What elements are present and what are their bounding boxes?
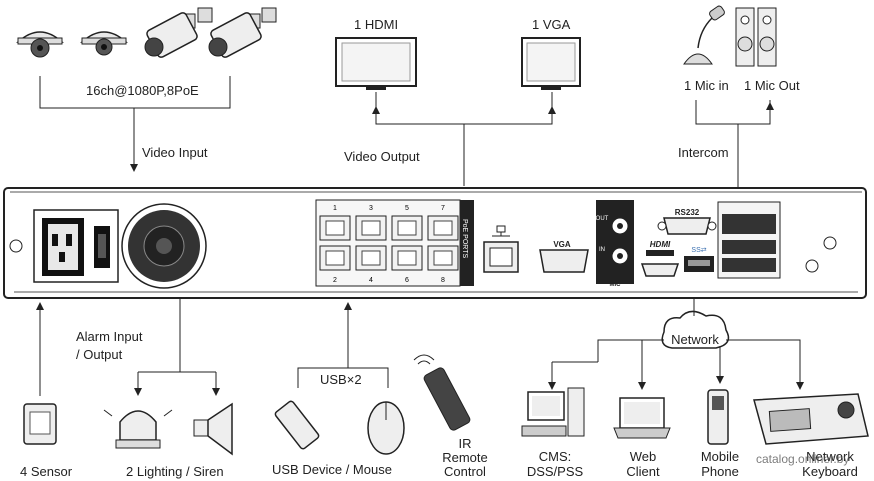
poe-port-socket <box>361 250 381 266</box>
siren-horn-icon <box>193 402 233 456</box>
poe-port-number: 8 <box>441 277 445 284</box>
mobile-phone-icon <box>707 389 729 445</box>
poe-port-socket <box>397 250 417 266</box>
ir-label-1: IR <box>458 436 472 451</box>
poe-port-number: 4 <box>369 277 373 284</box>
cms-computer-icon <box>521 387 585 437</box>
usb-count-label: USB×2 <box>320 372 362 387</box>
alarm-terminal-block <box>717 201 781 279</box>
vga-monitor-icon <box>521 37 581 90</box>
poe-port-number: 1 <box>333 205 337 212</box>
lan-port[interactable] <box>483 241 519 273</box>
poe-port-socket <box>433 220 453 236</box>
ir-label-2: Remote <box>442 450 488 465</box>
ir-label-3: Control <box>444 464 486 479</box>
watermark: catalog.onliner.by <box>756 452 850 466</box>
poe-port-socket <box>325 250 345 266</box>
web-client-label-1: Web <box>629 449 657 464</box>
hdmi-label: 1 HDMI <box>354 17 399 32</box>
cms-label-2: DSS/PSS <box>526 464 584 479</box>
alarm-label-1: Alarm Input <box>76 329 143 344</box>
usb-port[interactable] <box>684 256 714 272</box>
audio-out-label: OUT <box>595 216 609 222</box>
poe-port-number: 5 <box>405 205 409 212</box>
keyboard-label-1: Network <box>806 449 854 464</box>
speaker-icon <box>735 7 777 67</box>
rs232-port[interactable] <box>657 217 717 235</box>
mic-out-label: 1 Mic Out <box>744 78 800 93</box>
mic-in-label: 1 Mic in <box>684 78 729 93</box>
poe-port-number: 6 <box>405 277 409 284</box>
usb-port-label: SS⇄ <box>691 247 707 254</box>
cms-label-1: CMS: <box>538 449 572 464</box>
poe-port-group: 1 2 3 4 5 6 7 8 <box>319 205 459 284</box>
laptop-icon <box>613 397 671 439</box>
network-keyboard-icon <box>753 393 869 445</box>
microphone-icon <box>683 5 725 65</box>
sensor-icon <box>23 403 57 445</box>
usb-device-label: USB Device / Mouse <box>272 462 392 477</box>
poe-port-number: 7 <box>441 205 445 212</box>
vga-label: 1 VGA <box>532 17 571 32</box>
dome-camera-icon <box>80 31 128 56</box>
poe-port[interactable] <box>427 215 459 241</box>
network-label: Network <box>671 332 719 347</box>
network-cloud-icon <box>661 310 730 349</box>
video-output-label: Video Output <box>344 149 420 164</box>
ir-remote-icon <box>413 354 471 431</box>
poe-port-number: 3 <box>369 205 373 212</box>
poe-port-socket <box>397 220 417 236</box>
poe-ports-label: PoE PORTS <box>461 219 468 259</box>
poe-port[interactable] <box>427 245 459 271</box>
siren-light-icon <box>103 409 173 449</box>
dome-camera-icon <box>16 31 64 58</box>
video-input-label: Video Input <box>142 145 208 160</box>
vga-port-label: VGA <box>553 240 571 249</box>
hdmi-monitor-icon <box>335 37 417 90</box>
lighting-siren-label: 2 Lighting / Siren <box>126 464 224 479</box>
usb-stick-icon <box>274 400 320 450</box>
poe-port-number: 2 <box>333 277 337 284</box>
nvr-rear-panel <box>3 187 867 299</box>
poe-port-socket <box>325 220 345 236</box>
rs232-label: RS232 <box>674 208 700 217</box>
camera-spec-label: 16ch@1080P,8PoE <box>86 83 199 98</box>
mobile-label-1: Mobile <box>700 449 740 464</box>
poe-port-socket <box>433 250 453 266</box>
intercom-label: Intercom <box>678 145 729 160</box>
audio-ports <box>596 200 634 284</box>
web-client-label-2: Client <box>626 464 660 479</box>
vga-port[interactable] <box>539 249 589 273</box>
poe-port-socket <box>361 220 381 236</box>
mobile-label-2: Phone <box>701 464 739 479</box>
sensor-label: 4 Sensor <box>20 464 73 479</box>
bullet-camera-icon <box>208 7 277 58</box>
network-symbol-icon <box>492 225 510 237</box>
mouse-icon <box>367 401 405 455</box>
audio-in-label: IN <box>599 247 605 253</box>
hdmi-port-label: HDMI <box>649 240 671 249</box>
bullet-camera-icon <box>144 7 213 58</box>
mic-label: MIC <box>609 282 621 288</box>
keyboard-label-2: Keyboard <box>802 464 858 479</box>
hdmi-port[interactable] <box>640 250 680 277</box>
alarm-label-2: / Output <box>76 347 123 362</box>
